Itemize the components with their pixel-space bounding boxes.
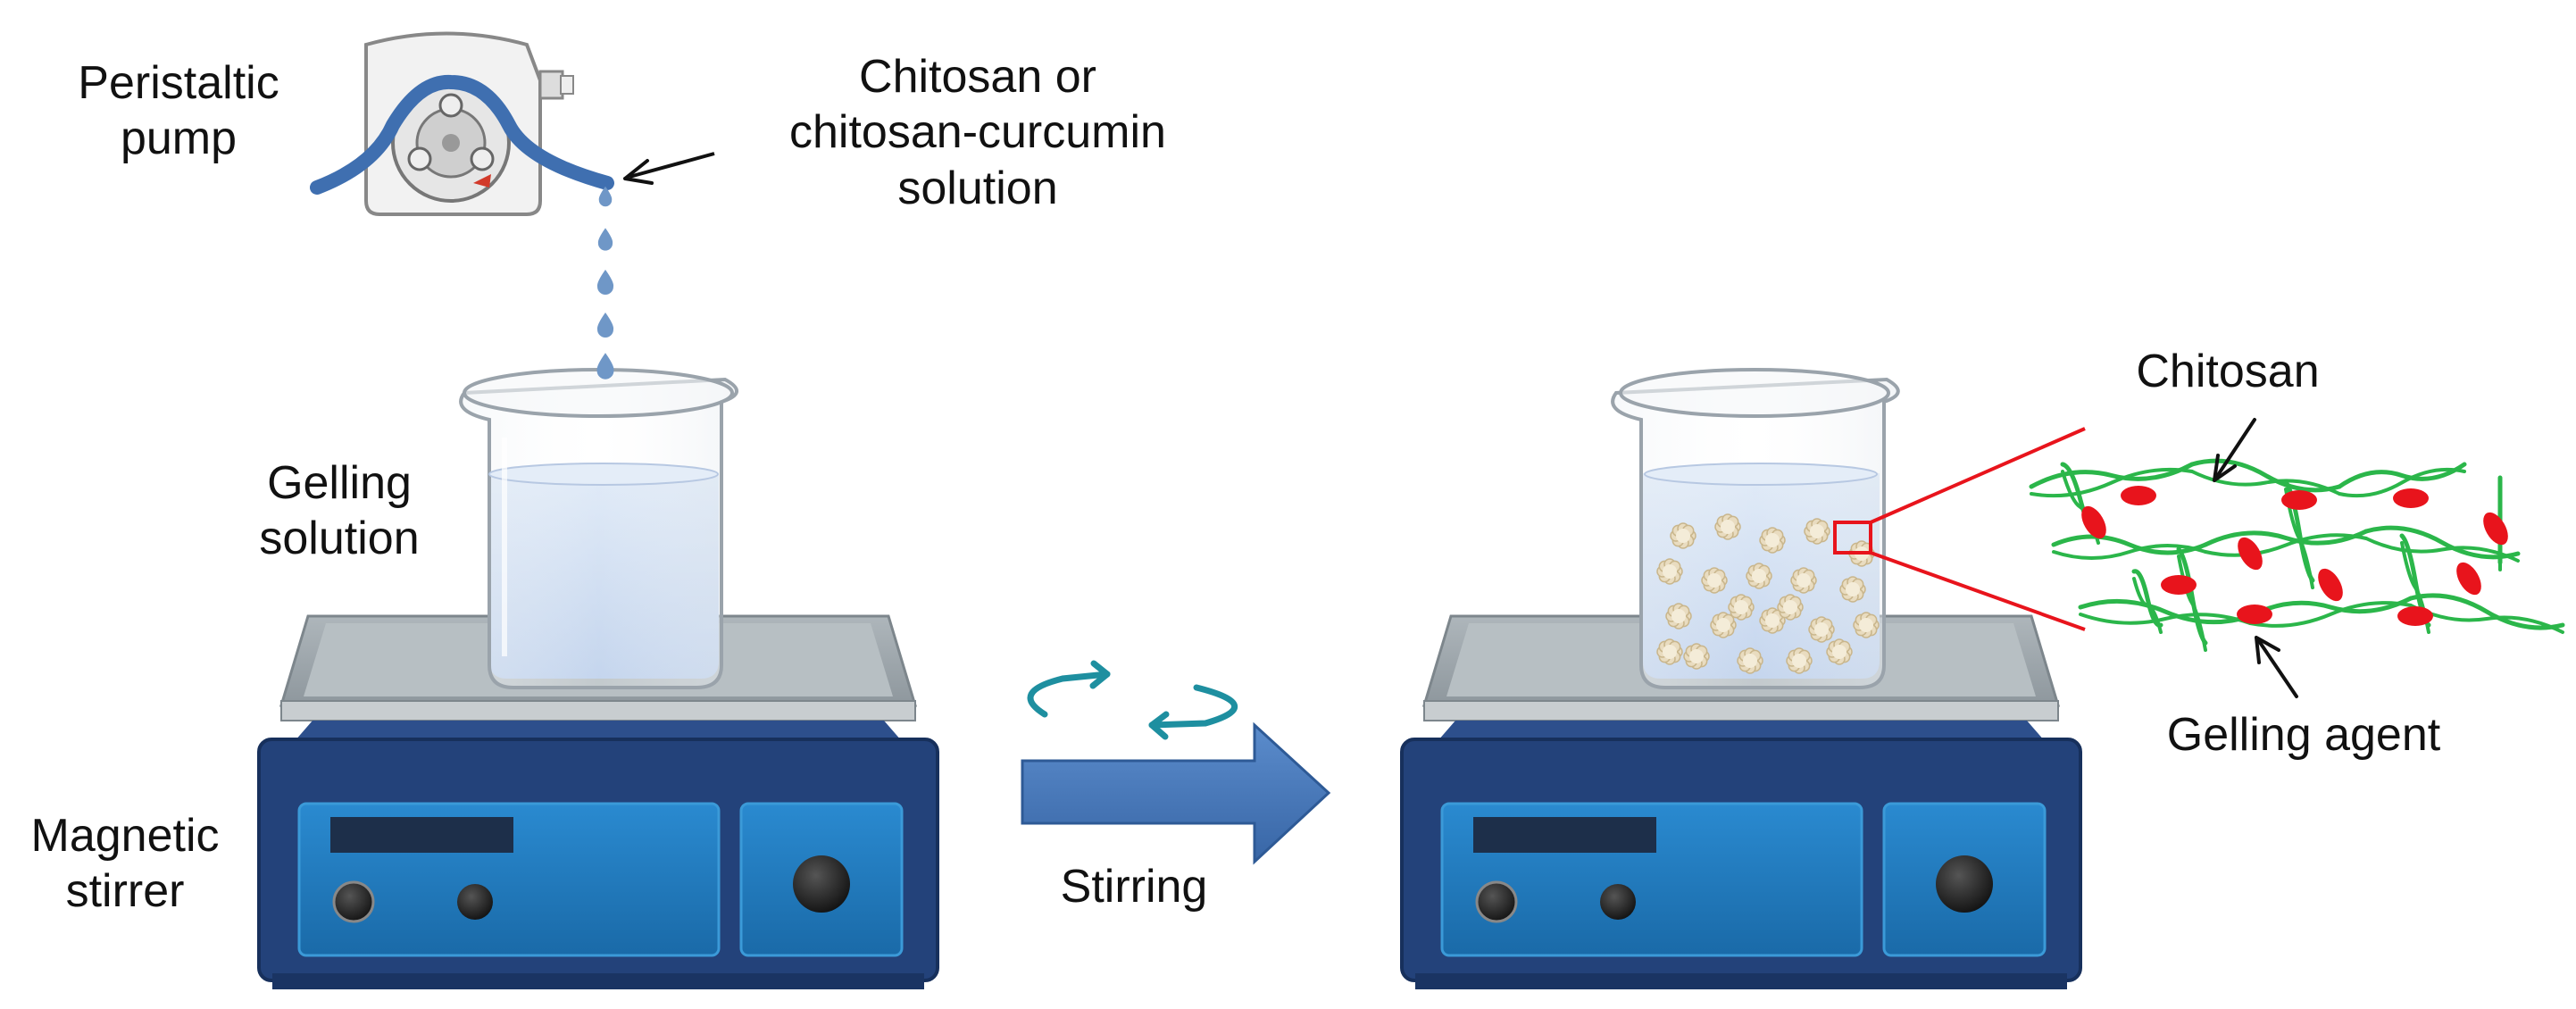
gelling-agent (2281, 490, 2317, 510)
chitosan-chain (2338, 467, 2466, 498)
chitosan-chain (2284, 488, 2314, 589)
chitosan-beads (1656, 513, 1880, 674)
magnetic-stirrer-left (257, 614, 939, 989)
chitosan-chain (2030, 467, 2194, 498)
gelling-agent (2238, 537, 2263, 571)
magnetic-stirrer-right (1400, 614, 2082, 989)
peristaltic-pump-icon (310, 31, 614, 216)
chitosan-chain (2029, 462, 2195, 489)
beaker-left (459, 368, 738, 689)
gelling-agent-pointer-arrow (2255, 636, 2298, 698)
solution-droplets (596, 186, 614, 379)
chitosan-bead (1786, 647, 1813, 674)
chitosan-bead (1670, 522, 1696, 549)
gelling-agent (2237, 605, 2272, 624)
gelling-agent (2161, 575, 2197, 595)
rotation-arrows-icon (1027, 660, 1238, 740)
chitosan-bead (1839, 576, 1866, 603)
chitosan-chain (2247, 596, 2413, 619)
chitosan-chain (2132, 577, 2163, 634)
solution-pointer-arrow (623, 152, 715, 185)
chitosan-chain (2204, 533, 2368, 557)
gelling-agent (2393, 488, 2429, 508)
gelling-agent (2397, 606, 2433, 626)
chitosan-bead (1759, 527, 1786, 554)
label-stirring: Stirring (1060, 861, 1208, 913)
chitosan-bead (1714, 513, 1741, 540)
chitosan-network (2029, 458, 2565, 652)
label-solution: Chitosan or chitosan-curcumin solution (789, 51, 1166, 214)
chitosan-chain (2248, 601, 2413, 628)
chitosan-chain (2189, 458, 2342, 493)
gelling-agent (2081, 505, 2106, 539)
chitosan-bead (1665, 603, 1692, 630)
gelling-agent (2318, 568, 2343, 602)
chitosan-bead (1808, 616, 1835, 643)
droplet (596, 353, 614, 379)
chitosan-bead (1777, 594, 1804, 621)
droplet (597, 228, 613, 251)
chitosan-bead (1804, 518, 1830, 545)
chitosan-bead (1826, 638, 1853, 665)
chitosan-chain (2079, 613, 2252, 625)
chitosan-chain (2052, 544, 2207, 560)
chitosan-chain (2203, 529, 2369, 547)
chitosan-bead (1656, 558, 1683, 585)
chitosan-bead (1683, 643, 1710, 670)
gelling-agent (2483, 512, 2508, 546)
chitosan-chain (2177, 555, 2207, 652)
droplet (598, 186, 613, 207)
label-peristaltic-pump: Peristaltic pump (78, 57, 279, 165)
gelling-agent (2456, 562, 2481, 596)
chitosan-bead (1728, 594, 1755, 621)
chitosan-chain (2337, 462, 2467, 489)
chitosan-chain (2363, 525, 2521, 560)
beaker-right (1611, 368, 1900, 689)
chitosan-bead (1746, 563, 1772, 589)
label-gelling-agent: Gelling agent (2166, 709, 2441, 761)
zoom-line-bottom (1870, 551, 2086, 631)
chitosan-bead (1790, 567, 1817, 594)
chitosan-bead (1737, 647, 1763, 674)
label-magnetic-stirrer: Magnetic stirrer (30, 810, 220, 918)
droplet (596, 270, 614, 295)
gelling-agent (2121, 486, 2156, 505)
chitosan-bead (1701, 567, 1728, 594)
chitosan-bead (1853, 612, 1880, 638)
chitosan-bead (1656, 638, 1683, 665)
process-arrow-icon (1021, 721, 1331, 865)
chitosan-chain (2078, 598, 2253, 625)
chitosan-bead (1710, 612, 1737, 638)
label-gelling-solution: Gelling solution (259, 457, 420, 565)
chitosan-chain (2409, 604, 2564, 634)
zoom-line-top (1870, 427, 2086, 524)
label-chitosan: Chitosan (2136, 346, 2320, 397)
chitosan-chain (2364, 537, 2520, 563)
chitosan-bead (1759, 607, 1786, 634)
droplet (596, 313, 614, 338)
chitosan-pointer-arrow (2213, 418, 2256, 482)
chitosan-chain (2408, 593, 2565, 630)
